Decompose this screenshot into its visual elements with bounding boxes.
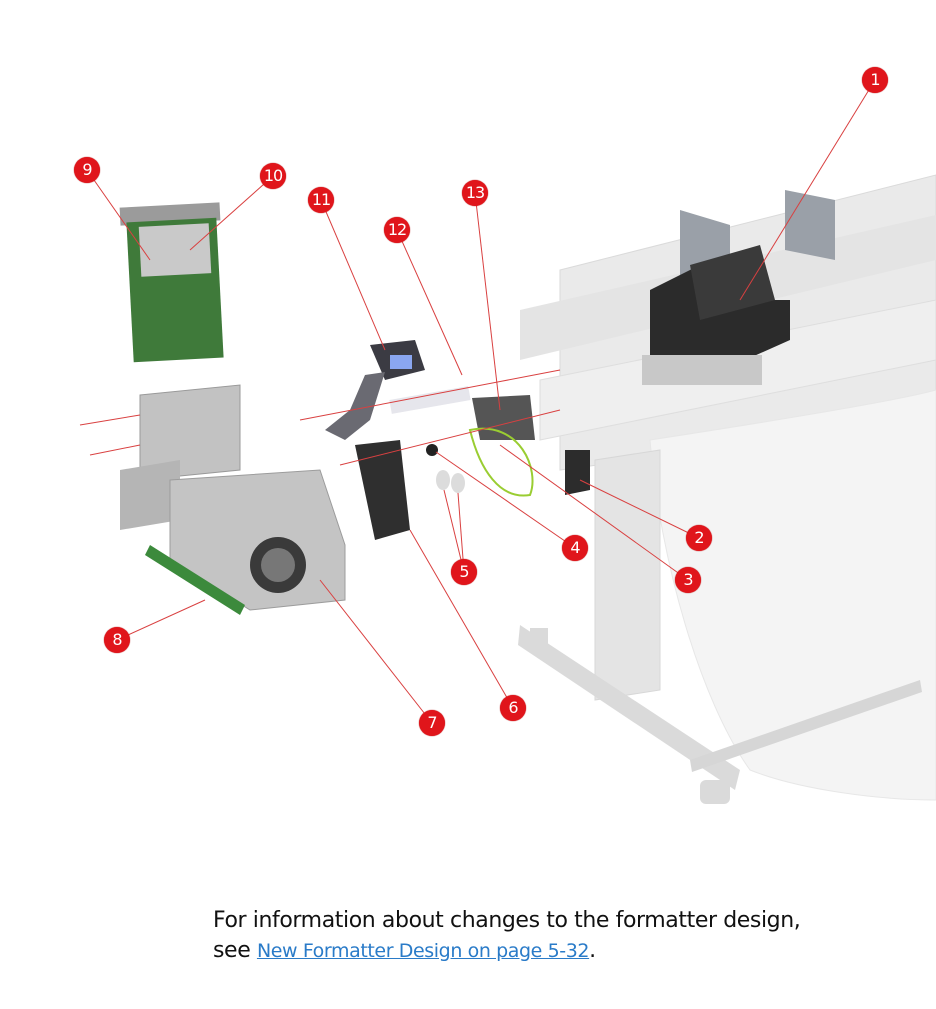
callout-8: 8 (104, 627, 130, 653)
misc-parts (355, 386, 590, 540)
diagram-artwork (79, 79, 936, 804)
callout-11: 11 (308, 187, 334, 213)
formatter-note: For information about changes to the for… (213, 906, 853, 966)
note-line-1: For information about changes to the for… (213, 908, 801, 933)
see-text: see (213, 938, 257, 963)
formatter-card (119, 202, 224, 363)
electronics-module (120, 384, 346, 615)
callout-9: 9 (74, 157, 100, 183)
callout-1: 1 (862, 67, 888, 93)
callout-5: 5 (451, 559, 477, 585)
period-text: . (589, 938, 596, 963)
printer-body (518, 174, 936, 804)
carriage-assembly (642, 190, 835, 385)
callout-7: 7 (419, 710, 445, 736)
callout-12: 12 (384, 217, 410, 243)
callout-13: 13 (462, 180, 488, 206)
new-formatter-design-link[interactable]: New Formatter Design on page 5-32 (256, 940, 590, 962)
leader-lines (79, 79, 876, 724)
callout-10: 10 (260, 163, 286, 189)
callout-4: 4 (562, 535, 588, 561)
note-line-2: see New Formatter Design on page 5-32. (213, 936, 853, 966)
front-panel (325, 340, 425, 440)
callout-2: 2 (686, 525, 712, 551)
callout-3: 3 (675, 567, 701, 593)
exploded-parts-diagram: 1 2 3 4 5 6 7 8 9 10 11 12 13 (74, 67, 936, 804)
callout-6: 6 (500, 695, 526, 721)
